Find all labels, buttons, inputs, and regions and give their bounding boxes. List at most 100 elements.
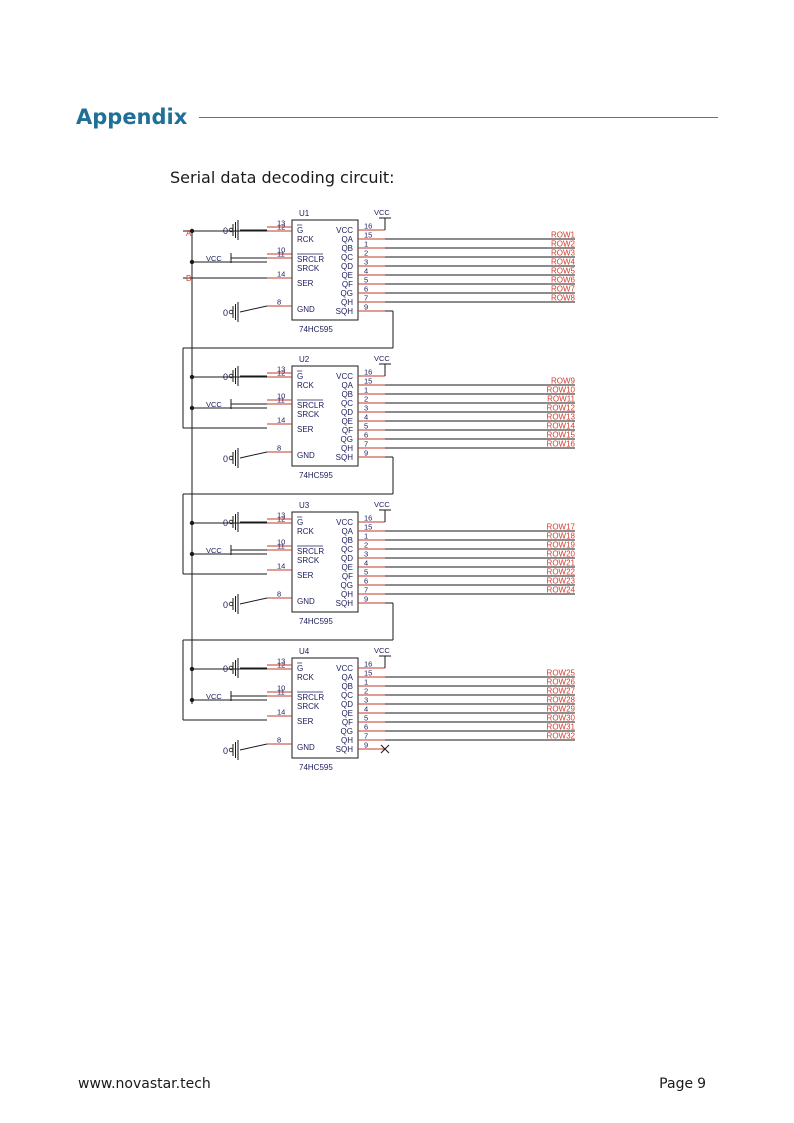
chip-part: 74HC595 [299, 471, 333, 480]
pin-number: 15 [364, 231, 372, 240]
pin-name: QH [341, 590, 353, 599]
ground-label: 0 [223, 308, 228, 318]
pin-name: QH [341, 736, 353, 745]
row-label: ROW32 [547, 732, 576, 741]
pin-name: GND [297, 743, 315, 752]
vcc-label: VCC [374, 500, 390, 509]
pin-number: 14 [277, 708, 285, 717]
row-label: ROW7 [551, 285, 576, 294]
ground-label: 0 [223, 454, 228, 464]
row-label: ROW12 [547, 404, 576, 413]
pin-name: SRCLR [297, 547, 324, 556]
chip-ref: U4 [299, 647, 310, 656]
row-label: ROW17 [547, 523, 576, 532]
pin-number: 11 [277, 542, 285, 551]
row-label: ROW11 [547, 395, 575, 404]
pin-number: 2 [364, 687, 368, 696]
pin-number: 8 [277, 298, 281, 307]
figure-caption: Serial data decoding circuit: [170, 168, 395, 187]
pin-number: 10 [277, 684, 285, 693]
pin-number: 8 [277, 736, 281, 745]
pin-name: SQH [336, 307, 354, 316]
pin-number: 6 [364, 431, 368, 440]
pin-name: QH [341, 298, 353, 307]
pin-number: 6 [364, 577, 368, 586]
pin-number: 12 [277, 661, 285, 670]
pin-name: QE [341, 563, 353, 572]
pin-number: 9 [364, 595, 368, 604]
pin-name: SRCLR [297, 401, 324, 410]
pin-number: 16 [364, 514, 372, 523]
row-label: ROW1 [551, 231, 576, 240]
pin-number: 8 [277, 590, 281, 599]
pin-number: 13 [277, 219, 285, 228]
pin-number: 9 [364, 303, 368, 312]
pin-name: QB [341, 682, 353, 691]
pin-name: GND [297, 305, 315, 314]
footer-website[interactable]: www.novastar.tech [78, 1076, 211, 1092]
row-label: ROW2 [551, 240, 576, 249]
pin-number: 4 [364, 413, 368, 422]
pin-number: 13 [277, 657, 285, 666]
ground-wire [239, 305, 268, 313]
pin-number: 1 [364, 386, 368, 395]
ground-label: 0 [223, 746, 228, 756]
chip-ref: U2 [299, 355, 310, 364]
net-label-a: A [186, 229, 192, 238]
pin-number: 12 [277, 515, 285, 524]
pin-number: 3 [364, 258, 368, 267]
pin-number: 1 [364, 240, 368, 249]
heading-title: Appendix [76, 105, 188, 129]
row-label: ROW8 [551, 294, 576, 303]
chip-part: 74HC595 [299, 325, 333, 334]
pin-name: QC [341, 399, 353, 408]
pin-name: RCK [297, 381, 315, 390]
pin-number: 7 [364, 732, 368, 741]
pin-number: 12 [277, 369, 285, 378]
pin-name: QF [342, 718, 353, 727]
pin-name: VCC [336, 226, 353, 235]
pin-number: 3 [364, 696, 368, 705]
pin-name: SRCK [297, 556, 320, 565]
pin-name: G [297, 518, 303, 527]
row-label: ROW5 [551, 267, 576, 276]
pin-name: G [297, 372, 303, 381]
pin-number: 2 [364, 249, 368, 258]
pin-name: QA [341, 381, 353, 390]
pin-name: QA [341, 527, 353, 536]
pin-number: 4 [364, 267, 368, 276]
pin-number: 5 [364, 568, 368, 577]
pin-name: QG [341, 435, 353, 444]
pin-number: 2 [364, 395, 368, 404]
row-label: ROW28 [547, 696, 576, 705]
pin-number: 8 [277, 444, 281, 453]
pin-name: GND [297, 597, 315, 606]
row-label: ROW24 [547, 586, 576, 595]
pin-name: QG [341, 289, 353, 298]
vcc-label: VCC [374, 646, 390, 655]
ground-node [228, 747, 234, 753]
pin-name: SQH [336, 453, 354, 462]
pin-number: 6 [364, 285, 368, 294]
pin-name: QF [342, 572, 353, 581]
chip-ref: U1 [299, 209, 310, 218]
row-label: ROW15 [547, 431, 576, 440]
pin-name: VCC [336, 518, 353, 527]
ground-wire [239, 597, 268, 605]
pin-number: 6 [364, 723, 368, 732]
row-label: ROW13 [547, 413, 576, 422]
row-label: ROW4 [551, 258, 576, 267]
heading-rule [199, 116, 718, 118]
row-label: ROW18 [547, 532, 576, 541]
pin-number: 5 [364, 714, 368, 723]
pin-number: 16 [364, 222, 372, 231]
pin-name: QH [341, 444, 353, 453]
pin-number: 14 [277, 562, 285, 571]
pin-name: G [297, 226, 303, 235]
row-label: ROW23 [547, 577, 576, 586]
row-label: ROW26 [547, 678, 576, 687]
page-number: 9 [697, 1076, 706, 1092]
row-label: ROW14 [547, 422, 576, 431]
pin-number: 11 [277, 688, 285, 697]
